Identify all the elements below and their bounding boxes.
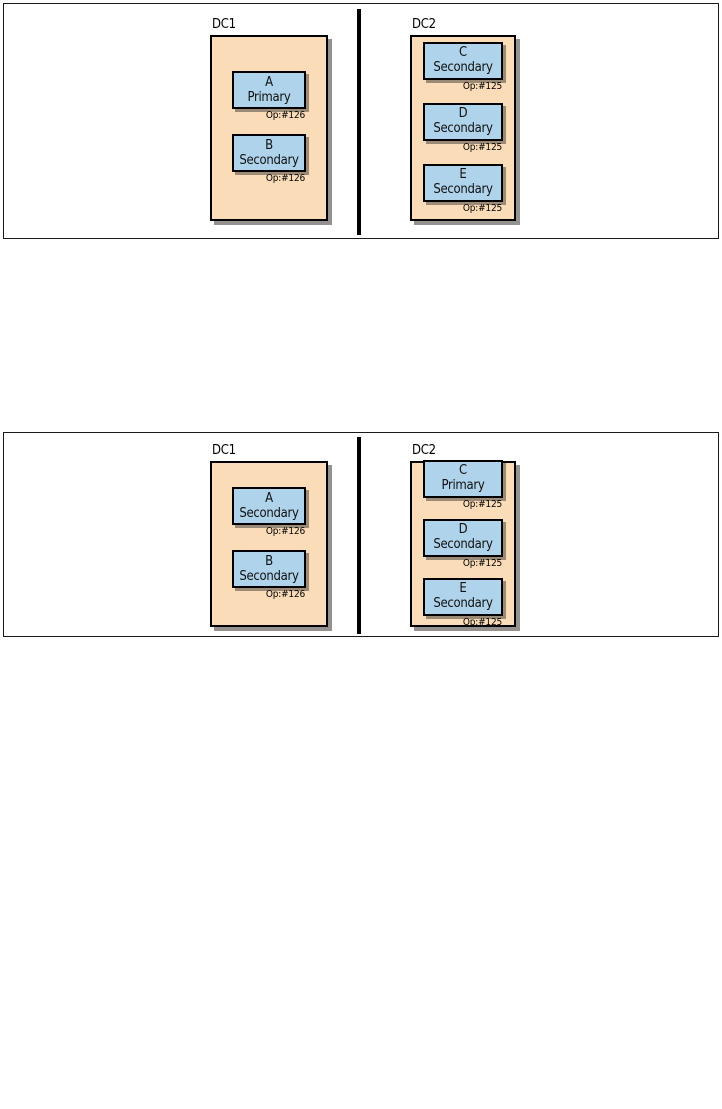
node-oplog-label: Op:#126	[265, 173, 305, 184]
node-name: D	[458, 522, 468, 537]
datacenter-container-dc2: DC2 C Secondary Op:#125 D Secondary Op:#…	[410, 17, 516, 221]
node-oplog-label: Op:#125	[462, 80, 502, 92]
node-name: C	[459, 45, 467, 60]
node-stack-dc2: C Primary Op:#125 D Secondary Op:#125 E …	[412, 459, 514, 628]
node-name: A	[265, 490, 273, 506]
node-oplog-label: Op:#125	[462, 616, 502, 628]
node-oplog-label: Op:#125	[462, 498, 502, 510]
node-oplog-label: Op:#125	[462, 202, 502, 214]
node-box-a: A Primary	[232, 71, 306, 109]
node-item: C Primary Op:#125	[423, 459, 503, 511]
node-item: A Secondary Op:#126	[232, 487, 306, 538]
node-item: E Secondary Op:#125	[423, 577, 503, 629]
node-oplog-label: Op:#126	[265, 589, 305, 600]
node-item: E Secondary Op:#125	[423, 163, 503, 215]
node-name: D	[458, 106, 468, 121]
node-name: B	[265, 137, 273, 153]
node-role: Secondary	[433, 121, 493, 136]
node-box-a: A Secondary	[232, 487, 306, 525]
node-name: E	[459, 581, 467, 596]
node-name: A	[265, 74, 273, 90]
node-box-c: C Primary	[423, 459, 503, 498]
node-role: Secondary	[239, 505, 299, 521]
node-box-b: B Secondary	[232, 134, 306, 172]
node-item: B Secondary Op:#126	[232, 134, 306, 185]
datacenter-container-dc2: DC2 C Primary Op:#125 D Secondary Op:#12…	[410, 443, 516, 628]
node-name: E	[459, 167, 467, 182]
node-item: A Primary Op:#126	[232, 71, 306, 122]
datacenter-label-dc2: DC2	[412, 17, 436, 32]
node-box-d: D Secondary	[423, 102, 503, 141]
datacenter-container-dc1: DC1 A Primary Op:#126 B Secondary Op:#12…	[210, 17, 328, 221]
node-role: Primary	[441, 478, 485, 493]
node-role: Secondary	[433, 60, 493, 75]
datacenter-container-dc1: DC1 A Secondary Op:#126 B Secondary Op:#…	[210, 443, 328, 627]
node-stack-dc1: A Primary Op:#126 B Secondary Op:#126	[212, 37, 326, 219]
datacenter-label-dc1: DC1	[212, 443, 236, 458]
node-box-e: E Secondary	[423, 163, 503, 202]
datacenter-label-dc2: DC2	[412, 443, 436, 458]
node-box-d: D Secondary	[423, 518, 503, 557]
node-oplog-label: Op:#125	[462, 141, 502, 153]
node-box-c: C Secondary	[423, 41, 503, 80]
figure-replica-set-diagram-2: DC1 A Secondary Op:#126 B Secondary Op:#…	[3, 432, 719, 637]
datacenter-divider-line	[357, 437, 361, 634]
node-role: Primary	[247, 89, 291, 105]
node-item: D Secondary Op:#125	[423, 518, 503, 570]
node-item: D Secondary Op:#125	[423, 102, 503, 154]
node-stack-dc2: C Secondary Op:#125 D Secondary Op:#125 …	[412, 37, 514, 219]
node-role: Secondary	[433, 182, 493, 197]
node-item: C Secondary Op:#125	[423, 41, 503, 93]
node-role: Secondary	[433, 537, 493, 552]
node-role: Secondary	[433, 596, 493, 611]
datacenter-label-dc1: DC1	[212, 17, 236, 32]
node-box-e: E Secondary	[423, 577, 503, 616]
datacenter-divider-line	[357, 9, 361, 235]
node-box-b: B Secondary	[232, 550, 306, 588]
node-oplog-label: Op:#126	[265, 110, 305, 121]
node-oplog-label: Op:#125	[462, 557, 502, 569]
node-oplog-label: Op:#126	[265, 526, 305, 537]
node-stack-dc1: A Secondary Op:#126 B Secondary Op:#126	[212, 463, 326, 625]
node-name: B	[265, 553, 273, 569]
figure-replica-set-diagram-1: DC1 A Primary Op:#126 B Secondary Op:#12…	[3, 3, 719, 239]
node-name: C	[459, 463, 467, 478]
node-role: Secondary	[239, 568, 299, 584]
node-item: B Secondary Op:#126	[232, 550, 306, 601]
node-role: Secondary	[239, 152, 299, 168]
